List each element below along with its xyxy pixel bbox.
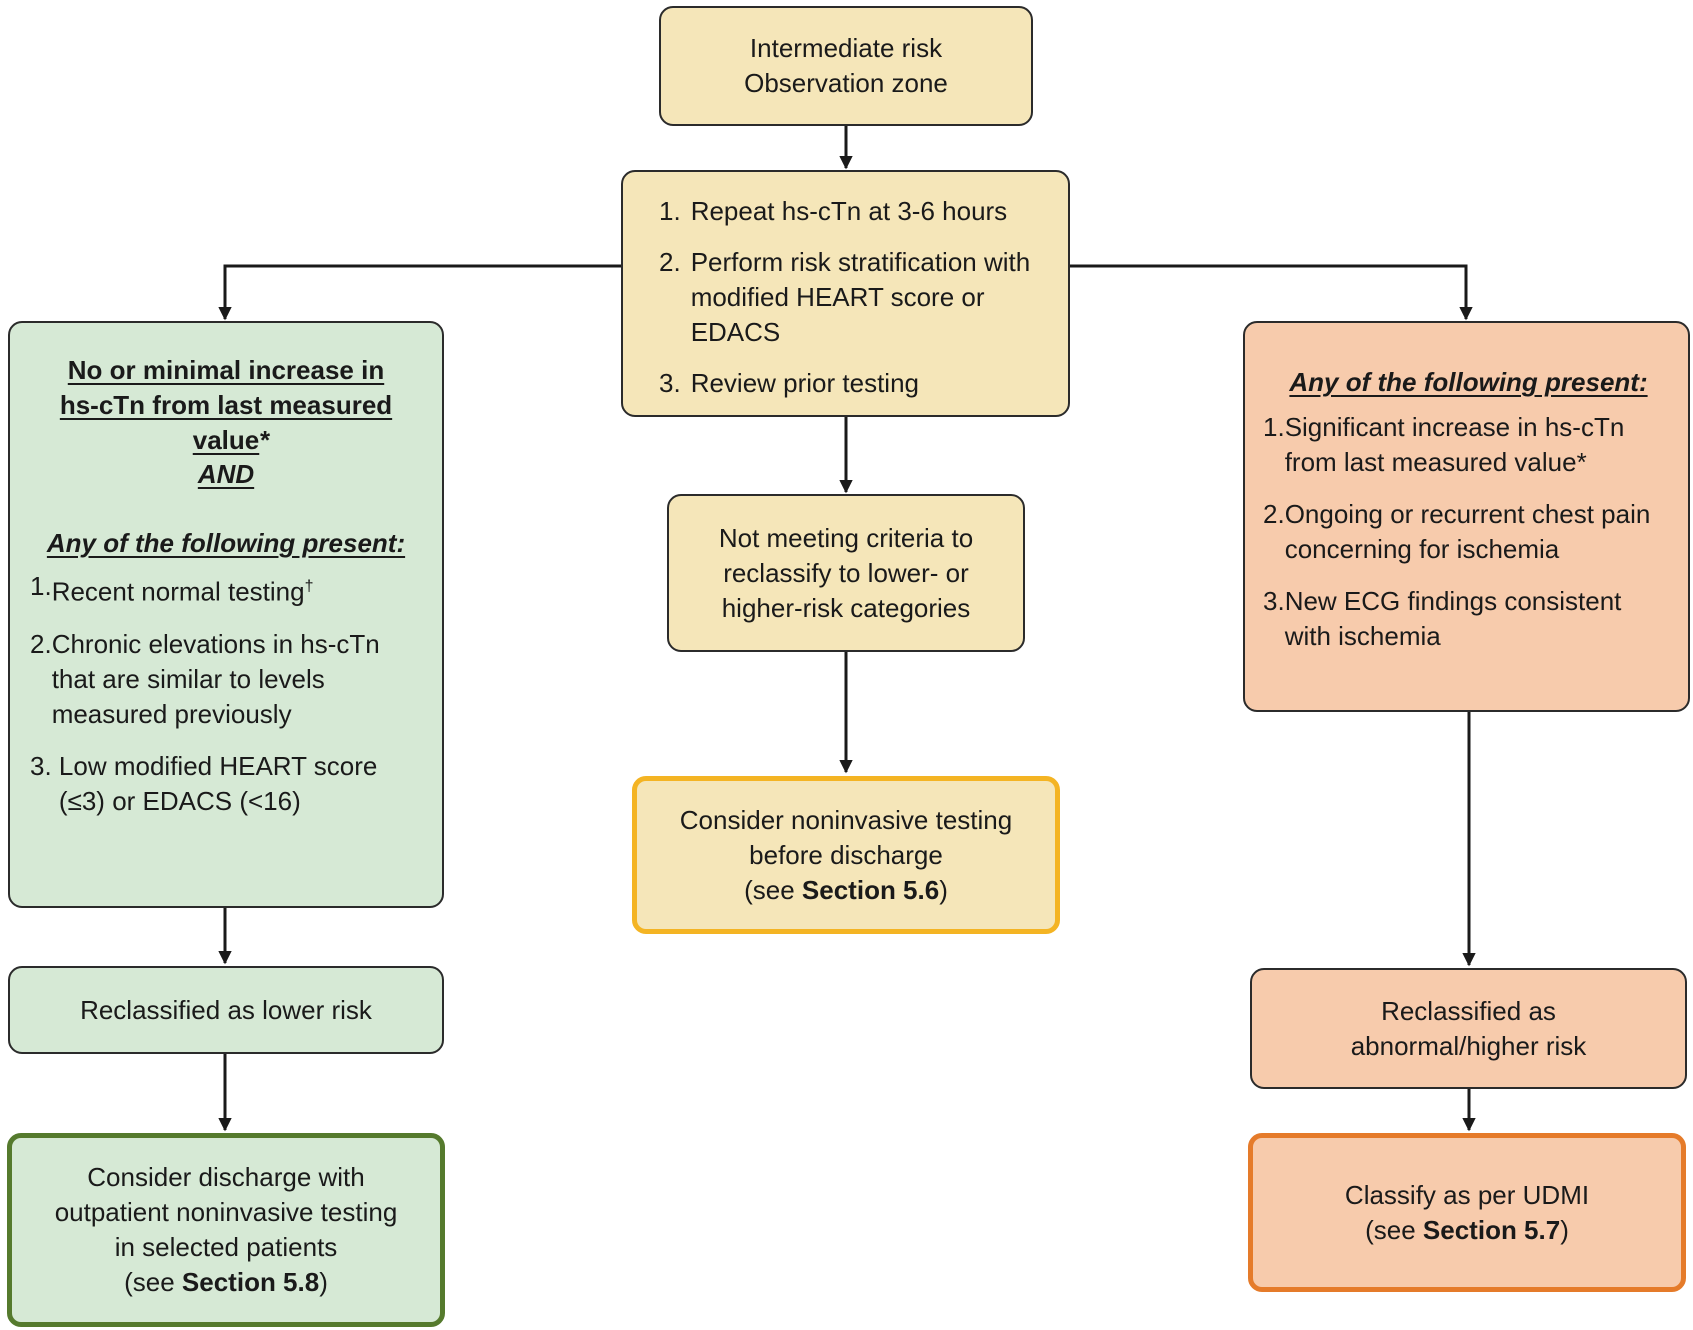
see-section-ref: (see Section 5.8)	[124, 1267, 328, 1297]
step-item-2: 2. Perform risk stratification with modif…	[659, 245, 1050, 350]
steps-box: 1. Repeat hs-cTn at 3-6 hours 2. Perform r…	[621, 170, 1070, 417]
discharge-box: Consider discharge with outpatient nonin…	[7, 1133, 445, 1327]
udmi-box: Classify as per UDMI (see Section 5.7)	[1248, 1133, 1686, 1292]
see-section-ref: (see Section 5.7)	[1365, 1214, 1569, 1245]
lower-risk-criteria-box: No or minimal increase in hs-cTn from la…	[8, 321, 444, 908]
lower-item-2: 2.Chronic elevations in hs-cTn that are …	[30, 628, 380, 729]
start-line-2: Observation zone	[744, 68, 948, 98]
noninvasive-testing-box: Consider noninvasive testing before disc…	[632, 776, 1060, 934]
lower-criteria-header: No or minimal increase in hs-cTn from la…	[59, 355, 393, 455]
not-meeting-criteria-box: Not meeting criteria to reclassify to lo…	[667, 494, 1025, 652]
reclassified-lower-box: Reclassified as lower risk	[8, 966, 444, 1054]
higher-item-1: 1.Significant increase in hs-cTn from la…	[1263, 412, 1625, 477]
start-line-1: Intermediate risk	[749, 33, 943, 63]
lower-item-3: 3. Low modified HEART score (≤3) or EDAC…	[30, 750, 378, 816]
higher-any-label: Any of the following present:	[1289, 367, 1648, 397]
step-item-3: 3. Review prior testing	[659, 366, 1050, 401]
see-section-ref: (see Section 5.6)	[744, 874, 948, 905]
step-num: 3.	[659, 368, 681, 398]
step-num: 1.	[659, 196, 681, 226]
dagger-mark: †	[304, 578, 314, 595]
higher-risk-criteria-box: Any of the following present: 1.Signific…	[1243, 321, 1690, 712]
intermediate-risk-box: Intermediate risk Observation zone	[659, 6, 1033, 126]
higher-item-2: 2.Ongoing or recurrent chest pain concer…	[1263, 499, 1651, 564]
step-item-1: 1. Repeat hs-cTn at 3-6 hours	[659, 194, 1050, 229]
reclassified-higher-box: Reclassified as abnormal/higher risk	[1250, 968, 1687, 1089]
arrow-steps-to-higher	[1070, 264, 1473, 321]
header-asterisk: *	[260, 425, 271, 455]
step-text: Repeat hs-cTn at 3-6 hours	[690, 196, 1008, 226]
step-text: Perform risk stratification with modifie…	[690, 247, 1031, 347]
and-label: AND	[197, 459, 255, 489]
arrow-steps-to-lower	[218, 264, 621, 321]
step-text: Review prior testing	[690, 368, 919, 398]
lower-item-1: 1.Recent normal testing†	[30, 571, 314, 607]
lower-any-label: Any of the following present:	[46, 528, 406, 558]
step-num: 2.	[659, 247, 681, 277]
higher-item-3: 3.New ECG findings consistent with ische…	[1263, 586, 1622, 651]
